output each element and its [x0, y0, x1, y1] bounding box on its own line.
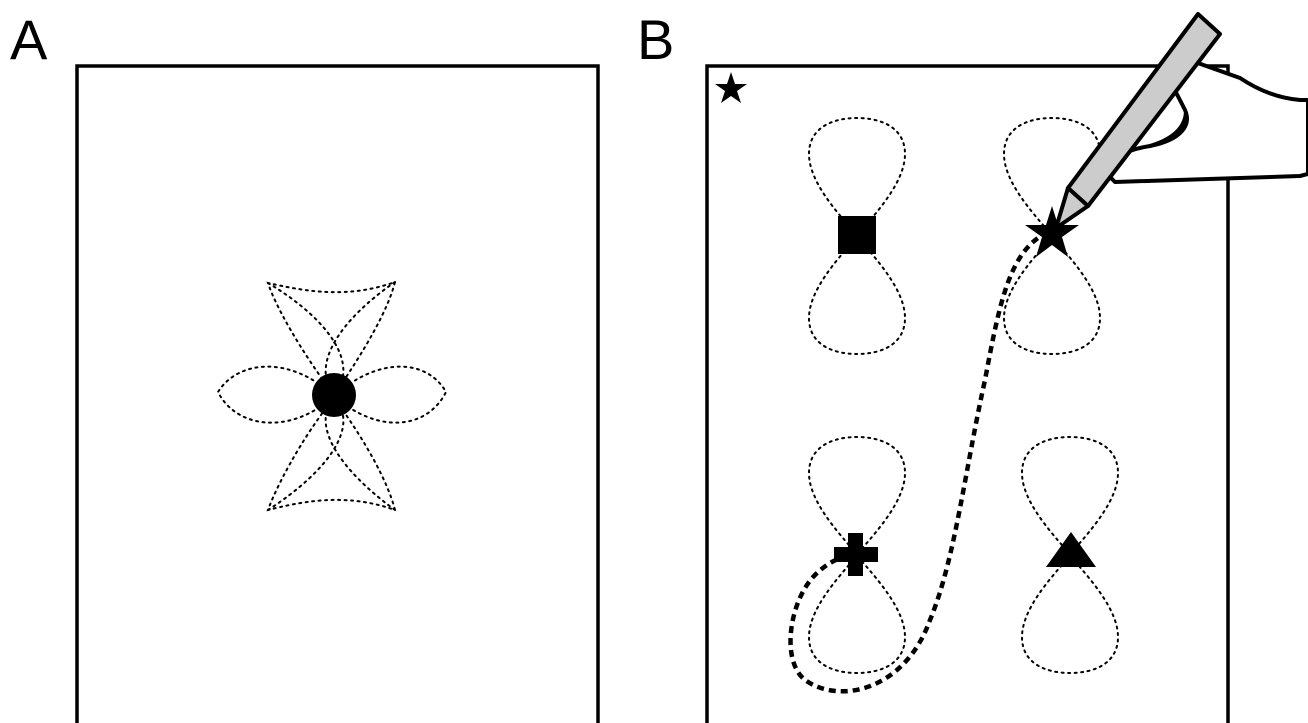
hand-icon [1106, 60, 1308, 184]
target-square-marker [838, 216, 876, 254]
traced-path [788, 229, 1049, 694]
panel-a-label: A [10, 8, 48, 71]
corner-star-icon [715, 72, 747, 103]
target-star-marker [1025, 206, 1079, 257]
target-plus-marker [834, 533, 878, 576]
panel-b-label: B [637, 8, 675, 71]
panel-a [75, 64, 600, 723]
target-circle-marker [312, 373, 356, 417]
panel-b [705, 12, 1308, 723]
panel-b-frame [705, 64, 1230, 723]
target-triangle-marker [1046, 532, 1096, 567]
panel-a-frame [75, 64, 600, 723]
pen-icon [1054, 12, 1222, 230]
